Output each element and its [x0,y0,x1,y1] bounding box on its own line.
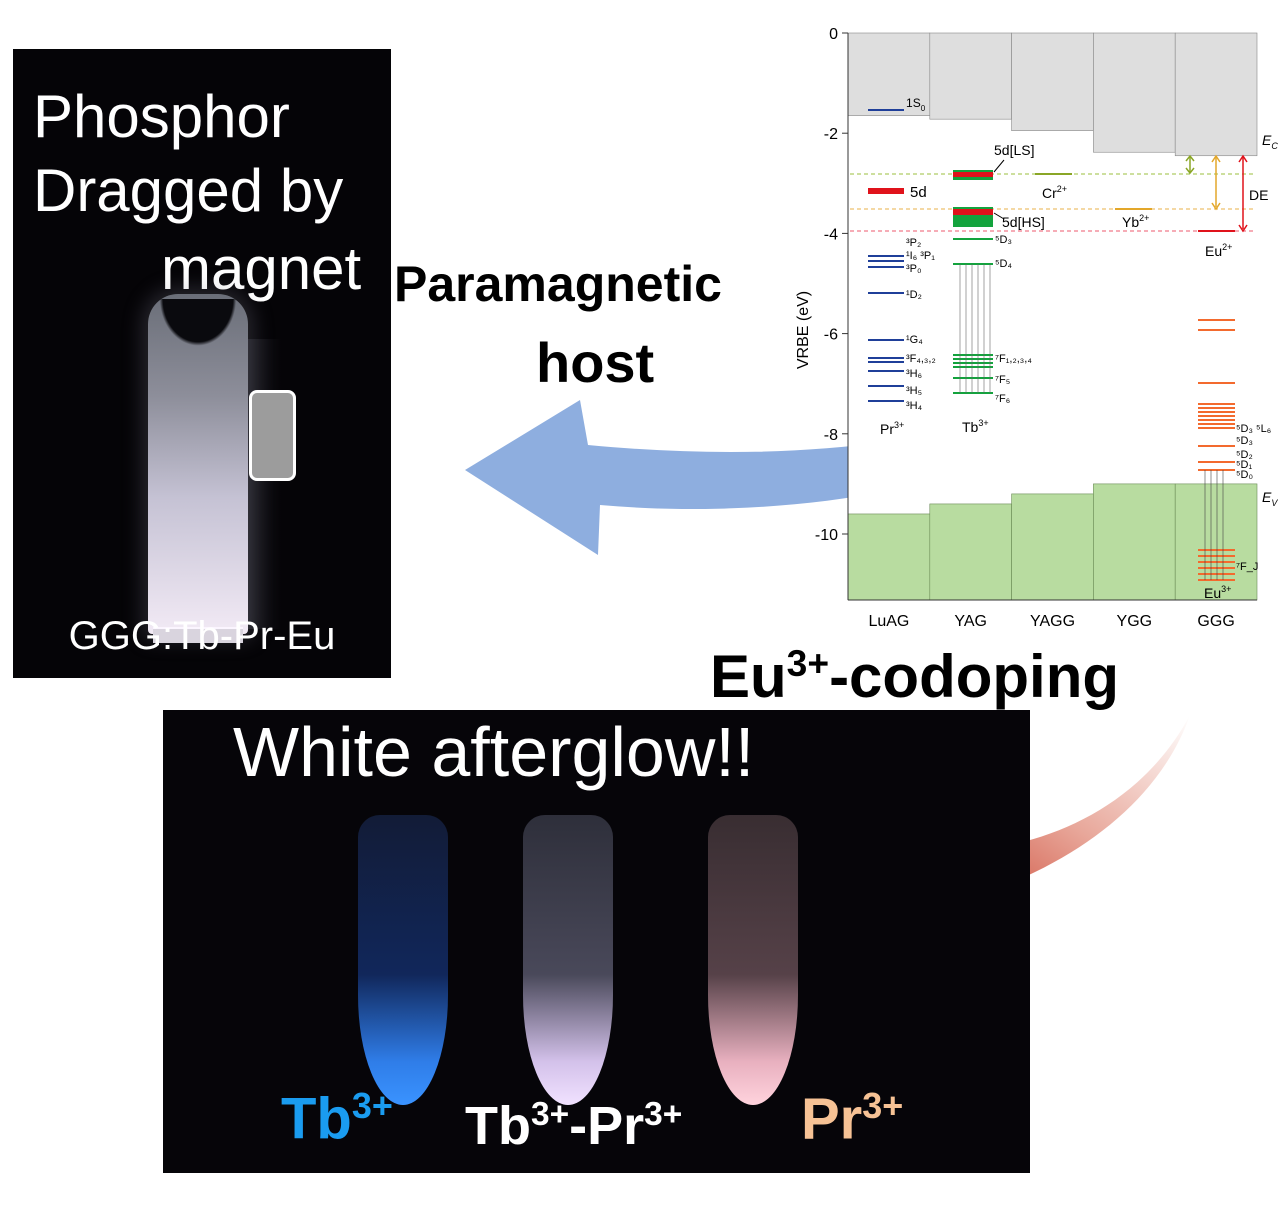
y-tick-label: 0 [829,26,838,43]
pr-5d-label: 5d [910,184,927,201]
svg-text:⁷F_J: ⁷F_J [1236,561,1258,573]
host-label: host [536,331,655,394]
svg-text:⁵D₀: ⁵D₀ [1236,469,1253,481]
y-axis-ticks: 0 -2 -4 -6 -8 -10 [815,26,848,544]
y-tick-label: -2 [824,126,838,143]
tube-label-tb: Tb3+ [281,1085,393,1152]
svg-text:⁵D₂: ⁵D₂ [1236,449,1253,461]
tb-5d-ls-red [953,172,993,177]
host-label-ygg: YGG [1117,613,1153,630]
y-tick-label: -4 [824,226,838,243]
ev-label: EV [1262,489,1278,508]
conduction-band-yagg [1011,32,1094,131]
tb-5d-hs-red [953,209,993,215]
host-label-yag: YAG [954,613,987,630]
svg-text:⁷F₁,₂,₃,₄: ⁷F₁,₂,₃,₄ [995,353,1032,365]
photo-title-line-2: Dragged by [33,157,344,224]
y-axis-label: VRBE (eV) [795,291,812,369]
tb-5d-hs-pointer [993,212,1005,220]
vrbe-energy-diagram: 0 -2 -4 -6 -8 -10 VRBE (eV) LuAG YAG YAGG YGG GGG… [795,26,1278,630]
svg-text:⁵D₃: ⁵D₃ [1236,435,1253,447]
paramagnetic-label: Paramagnetic [394,256,722,312]
tb-level-labels: ⁵D₃ ⁵D₄ ⁷F₁,₂,₃,₄ ⁷F₅ ⁷F₆ [995,234,1032,405]
svg-text:⁷F₅: ⁷F₅ [995,374,1010,386]
valence-band-yagg [1011,493,1094,601]
conduction-band-yag [929,32,1012,120]
svg-text:¹I₆ ³P₁: ¹I₆ ³P₁ [906,250,935,262]
svg-text:³H₄: ³H₄ [906,400,923,412]
eu2-label: Eu2+ [1205,242,1232,259]
magnet-icon [249,390,296,481]
cuvette-base [153,627,243,643]
cuvette-meniscus [153,299,243,354]
eu-transition-lines [1204,470,1224,580]
band-blocks [847,32,1258,601]
svg-text:⁷F₆: ⁷F₆ [995,393,1010,405]
afterglow-photo: White afterglow!! Tb3+ Tb3+-Pr3+ Pr3+ [163,710,1030,1173]
tb-4f-levels [953,238,993,394]
ec-label: EC [1262,132,1278,151]
photo-sample-label: GGG:Tb-Pr-Eu [68,614,336,658]
eu-codoping-label: Eu3+-codoping [710,642,1119,710]
photo-title-line-3: magnet [161,235,362,302]
svg-text:³P₀: ³P₀ [906,263,922,275]
svg-text:³H₆: ³H₆ [906,368,922,380]
pr-4f-levels [868,255,904,402]
valence-band-luag [847,513,931,601]
valence-band-ggg [1174,483,1258,601]
pr-1s0-label: 1S0 [906,96,926,113]
host-label-ggg: GGG [1197,613,1234,630]
valence-band-yag [929,503,1012,601]
conduction-band-ygg [1093,32,1176,153]
y-tick-label: -6 [824,327,838,344]
svg-text:⁵D₃ ⁵L₆: ⁵D₃ ⁵L₆ [1236,423,1271,435]
tube-tb-pr [523,815,613,1105]
tube-tb [358,815,448,1105]
tube-pr [708,815,798,1105]
yb-label: Yb2+ [1122,213,1149,230]
phosphor-photo: Phosphor Dragged by magnet GGG:Tb-Pr-Eu [13,49,391,678]
eu3-levels [1198,319,1235,581]
cr-label: Cr2+ [1042,184,1067,201]
conduction-band-ggg [1174,32,1258,157]
pr-level-labels: ³P₂ ¹I₆ ³P₁ ³P₀ ¹D₂ ¹G₄ ³F₄,₃,₂ ³H₆ ³H₅ … [906,237,936,412]
de-label: DE [1249,187,1268,203]
svg-text:⁵D₄: ⁵D₄ [995,258,1013,270]
tb-5d-ls-label: 5d[LS] [994,142,1034,158]
tube-label-tb-pr: Tb3+-Pr3+ [465,1096,683,1156]
tube-label-pr: Pr3+ [801,1085,904,1152]
svg-text:³H₅: ³H₅ [906,385,922,397]
svg-text:³F₄,₃,₂: ³F₄,₃,₂ [906,353,936,365]
valence-band-ygg [1093,483,1176,601]
blue-curved-arrow [465,350,1170,555]
tb-5d-hs-label: 5d[HS] [1002,214,1045,230]
host-axis-labels: LuAG YAG YAGG YGG GGG [868,613,1234,630]
y-tick-label: -8 [824,427,838,444]
tb-transition-lines [959,264,991,393]
y-tick-label: -10 [815,527,838,544]
svg-text:⁵D₃: ⁵D₃ [995,234,1012,246]
tb-5d-ls-pointer [993,159,1005,173]
photo-title-line-1: Phosphor [33,83,290,150]
svg-text:¹G₄: ¹G₄ [906,334,923,346]
eu-level-labels: ⁵D₃ ⁵L₆ ⁵D₃ ⁵D₂ ⁵D₁ ⁵D₀ ⁷F_J [1236,423,1271,573]
host-label-luag: LuAG [868,613,909,630]
eu3-label: Eu3+ [1204,584,1231,601]
afterglow-title: White afterglow!! [233,713,755,791]
svg-text:³P₂: ³P₂ [906,237,921,249]
host-label-yagg: YAGG [1030,613,1075,630]
tb-ion-label: Tb3+ [962,418,989,435]
pr-ion-label: Pr3+ [880,420,904,437]
pr-5d-level [868,188,904,194]
svg-text:¹D₂: ¹D₂ [906,289,922,301]
svg-text:⁵D₁: ⁵D₁ [1236,459,1253,471]
